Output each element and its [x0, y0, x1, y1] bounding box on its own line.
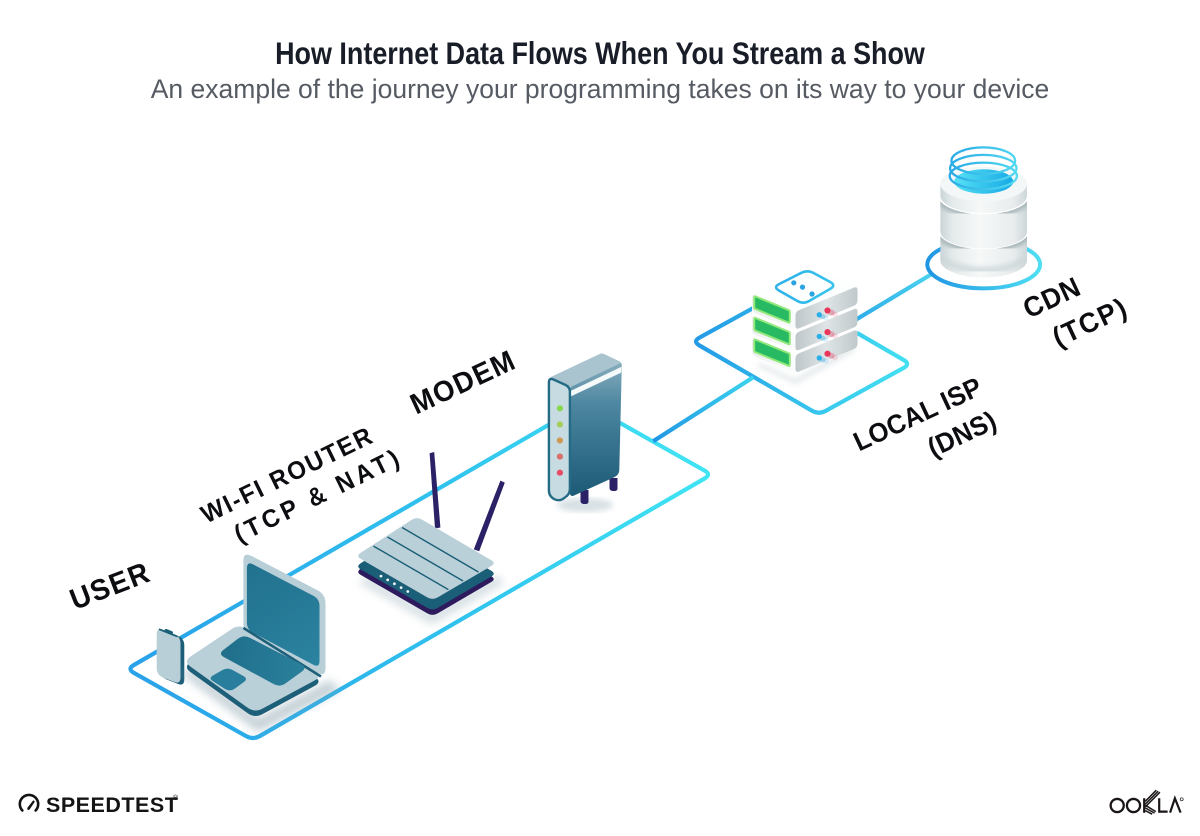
svg-text:MODEM: MODEM: [405, 343, 521, 420]
svg-text:SPEEDTEST: SPEEDTEST: [46, 793, 178, 817]
svg-text:®: ®: [173, 794, 179, 802]
svg-text:How Internet Data Flows When Y: How Internet Data Flows When You Stream …: [275, 36, 925, 71]
svg-text:USER: USER: [66, 556, 156, 617]
svg-text:An example of the journey your: An example of the journey your programmi…: [151, 74, 1050, 104]
